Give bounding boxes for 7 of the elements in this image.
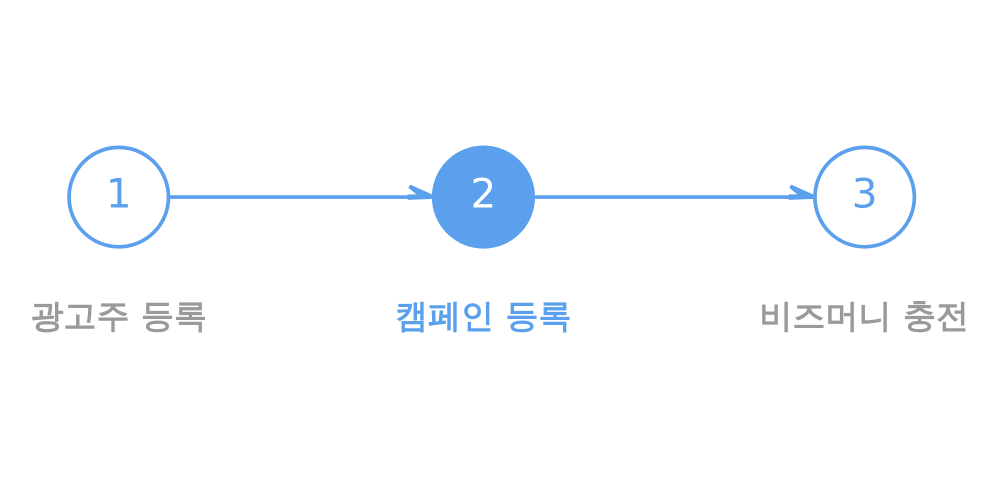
node-circle: 2 — [432, 145, 535, 248]
arrow — [534, 184, 816, 200]
node-label: 비즈머니 충전 — [760, 295, 970, 334]
node-label: 광고주 등록 — [30, 295, 207, 334]
node-circle: 3 — [813, 145, 916, 248]
node-label: 캠페인 등록 — [395, 295, 572, 334]
node-circle: 1 — [67, 145, 170, 248]
